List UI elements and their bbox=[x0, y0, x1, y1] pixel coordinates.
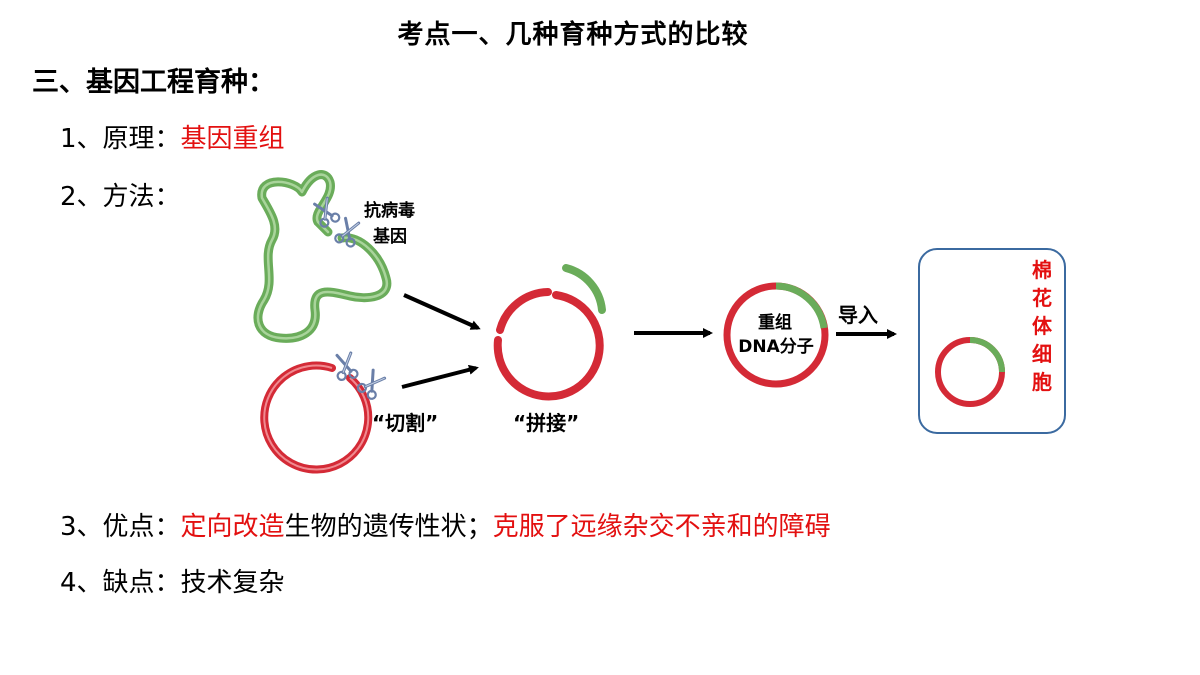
principle-line: 1、原理：基因重组 bbox=[60, 118, 285, 155]
recombinant-label-line2: DNA分子 bbox=[738, 337, 814, 357]
disadvantage-line: 4、缺点：技术复杂 bbox=[60, 562, 285, 599]
recombinant-dna bbox=[723, 282, 829, 388]
section-heading: 三、基因工程育种： bbox=[32, 67, 275, 98]
arrow-to-splice-bottom bbox=[401, 364, 479, 389]
method-label: 2、方法： bbox=[60, 182, 181, 212]
principle-label: 1、原理： bbox=[60, 124, 181, 154]
cell-label-char: 棉 bbox=[1032, 258, 1052, 282]
disadvantage-label: 4、缺点： bbox=[60, 568, 181, 598]
principle-value: 基因重组 bbox=[180, 124, 285, 154]
cell-label-char: 花 bbox=[1032, 286, 1052, 310]
advantage-part2: 生物的遗传性状； bbox=[284, 512, 493, 542]
cell-label-char: 细 bbox=[1032, 342, 1052, 366]
import-label: 导入 bbox=[838, 303, 878, 327]
advantage-part1: 定向改造 bbox=[180, 512, 285, 542]
virus-dna-strand bbox=[253, 170, 392, 343]
disadvantage-value: 技术复杂 bbox=[180, 568, 285, 598]
arrow-to-splice-top bbox=[403, 293, 481, 330]
method-line: 2、方法： bbox=[60, 176, 181, 213]
cotton-cell bbox=[918, 248, 1066, 434]
recombinant-label-line1: 重组 bbox=[758, 312, 792, 333]
advantage-label: 3、优点： bbox=[60, 512, 181, 542]
gene-label-line1: 抗病毒 bbox=[364, 200, 415, 221]
page-title: 考点一、几种育种方式的比较 bbox=[397, 20, 749, 50]
cell-label-char: 胞 bbox=[1032, 370, 1052, 394]
scissors-icon bbox=[332, 350, 360, 383]
cell-label-char: 体 bbox=[1032, 314, 1053, 338]
gene-label-line2: 基因 bbox=[372, 226, 407, 247]
advantage-part3: 克服了远缘杂交不亲和的障碍 bbox=[492, 512, 831, 542]
cell-plasmid bbox=[935, 337, 1005, 407]
splicing-plasmid bbox=[493, 264, 606, 401]
cut-label: “切割” bbox=[372, 411, 438, 435]
splice-label: “拼接” bbox=[513, 411, 579, 435]
advantage-line: 3、优点：定向改造生物的遗传性状；克服了远缘杂交不亲和的障碍 bbox=[60, 506, 831, 543]
plasmid bbox=[260, 361, 373, 474]
